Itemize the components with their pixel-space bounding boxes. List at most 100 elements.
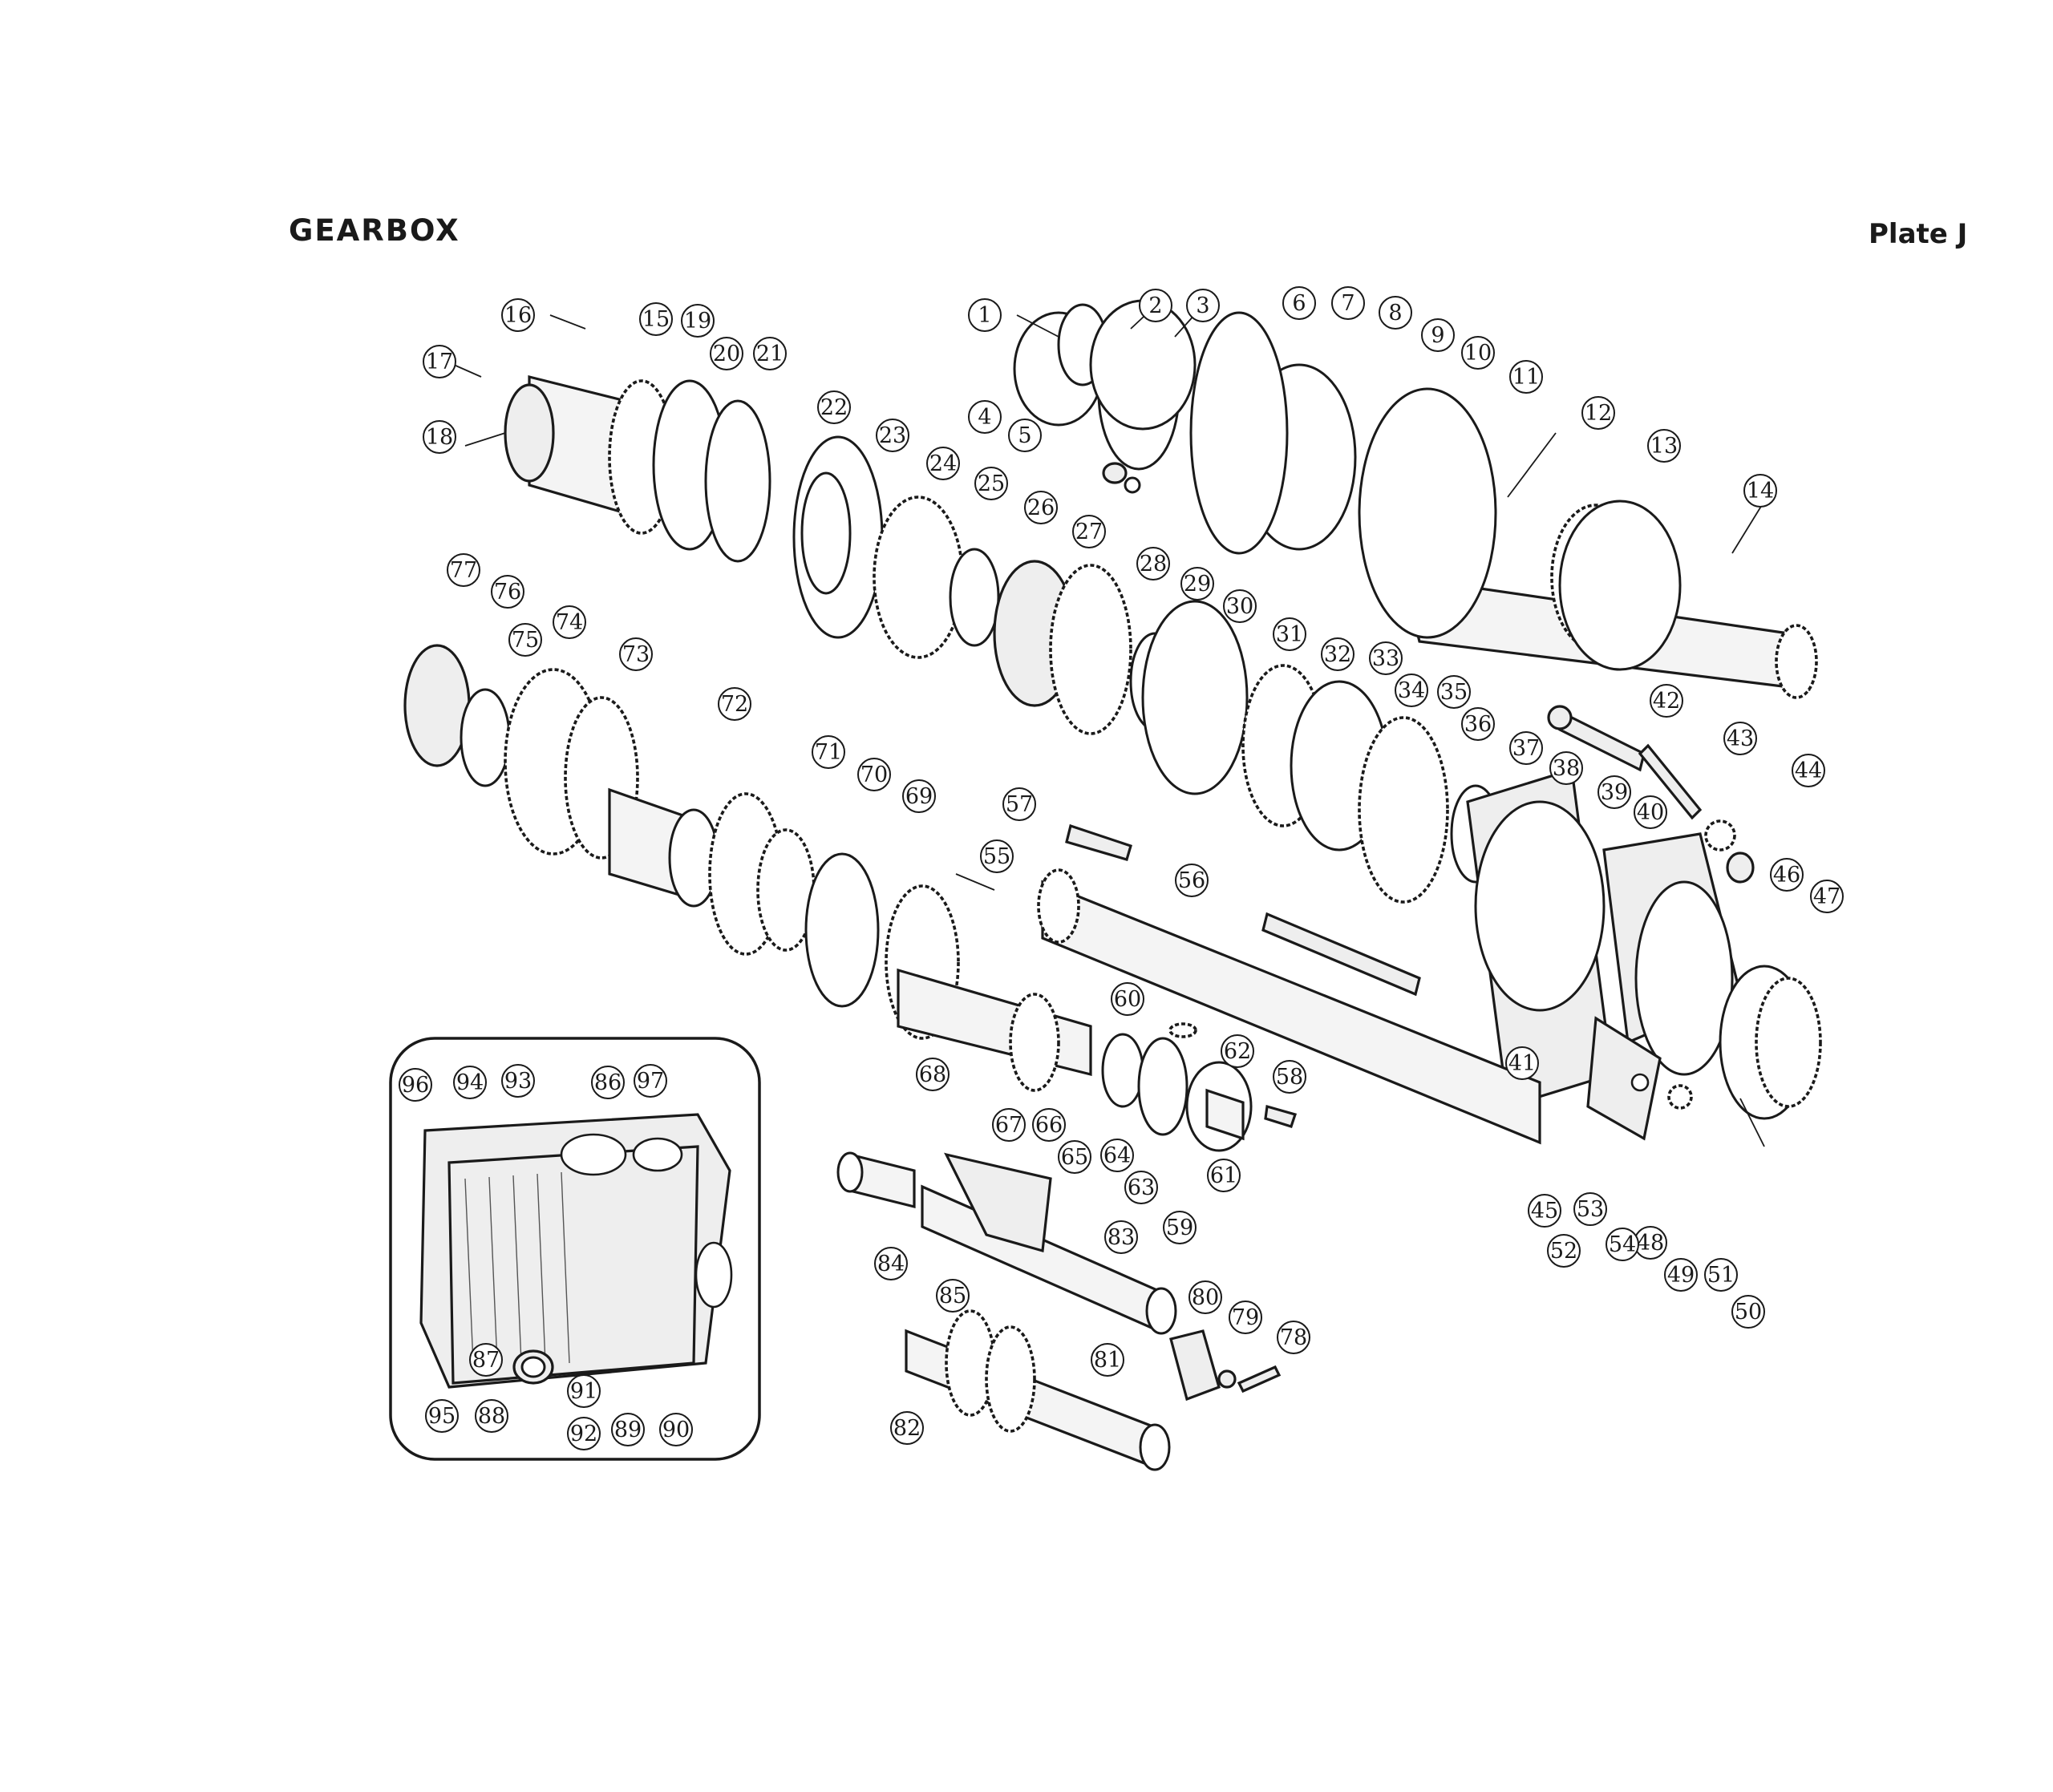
inset-gearbox-casing (389, 1037, 761, 1461)
callout-30: 30 (1223, 589, 1257, 623)
callout-67: 67 (992, 1108, 1026, 1142)
callout-circle (1321, 637, 1354, 671)
callout-44: 44 (1792, 754, 1825, 787)
callout-number: 34 (1398, 678, 1425, 703)
callout-73: 73 (619, 637, 653, 671)
callout-circle (1723, 722, 1757, 755)
callout-circle (1002, 787, 1036, 821)
callout-number: 62 (1224, 1039, 1251, 1064)
callout-31: 31 (1273, 617, 1306, 651)
main-shaft-splined (1037, 823, 1541, 1145)
callout-83: 83 (1104, 1220, 1138, 1254)
callout-number: 18 (426, 425, 453, 450)
callout-circle (1032, 1108, 1066, 1142)
callout-89: 89 (611, 1413, 645, 1446)
callout-35: 35 (1437, 675, 1471, 709)
callout-8: 8 (1379, 296, 1412, 330)
callout-number: 3 (1196, 293, 1209, 318)
callout-number: 32 (1324, 642, 1351, 667)
callout-circle (1731, 1295, 1765, 1329)
callout-number: 2 (1148, 293, 1162, 318)
callout-52: 52 (1547, 1234, 1581, 1268)
callout-circle (1379, 296, 1412, 330)
callout-number: 73 (622, 642, 650, 667)
callout-circle (1647, 429, 1681, 463)
plate-label: Plate J (1869, 218, 1968, 250)
callout-7: 7 (1331, 286, 1365, 320)
callout-number: 28 (1140, 552, 1167, 576)
callout-number: 80 (1192, 1285, 1219, 1310)
callout-85: 85 (936, 1279, 970, 1313)
callout-39: 39 (1597, 775, 1631, 809)
callout-75: 75 (508, 623, 542, 657)
callout-circle (1547, 1234, 1581, 1268)
callout-number: 26 (1027, 496, 1055, 520)
callout-50: 50 (1731, 1295, 1765, 1329)
callout-circle (1024, 491, 1058, 524)
callout-58: 58 (1273, 1060, 1306, 1094)
callout-circle (1743, 474, 1777, 508)
callout-32: 32 (1321, 637, 1354, 671)
callout-number: 6 (1292, 291, 1306, 316)
callout-circle (423, 345, 456, 378)
callout-circle (1770, 858, 1804, 892)
callout-94: 94 (453, 1066, 487, 1099)
callout-number: 78 (1280, 1325, 1307, 1350)
callout-circle (1369, 641, 1403, 675)
callout-circle (874, 1247, 908, 1280)
page-title: GEARBOX (289, 213, 460, 248)
callout-86: 86 (591, 1066, 625, 1099)
callout-circle (876, 419, 909, 452)
callout-circle (491, 575, 524, 609)
callout-circle (1124, 1171, 1158, 1204)
callout-circle (567, 1374, 601, 1408)
callout-5: 5 (1008, 419, 1042, 452)
callout-circle (1180, 567, 1214, 601)
callout-circle (1810, 880, 1844, 913)
callout-54: 54 (1606, 1228, 1639, 1261)
callout-number: 23 (879, 423, 906, 448)
callout-1: 1 (968, 298, 1002, 332)
callout-number: 65 (1061, 1145, 1088, 1170)
callout-circle (1505, 1046, 1539, 1080)
callout-number: 19 (684, 309, 711, 334)
callout-number: 21 (756, 342, 784, 366)
callout-12: 12 (1581, 396, 1615, 430)
callout-number: 58 (1276, 1065, 1303, 1090)
callout-37: 37 (1509, 731, 1543, 765)
callout-circle (1606, 1228, 1639, 1261)
callout-56: 56 (1175, 864, 1209, 897)
callout-number: 14 (1747, 479, 1774, 504)
callout-number: 27 (1075, 520, 1103, 544)
callout-27: 27 (1072, 515, 1106, 548)
callout-circle (1273, 617, 1306, 651)
callout-number: 40 (1637, 800, 1664, 825)
callout-91: 91 (567, 1374, 601, 1408)
callout-circle (553, 605, 586, 639)
callout-circle (1229, 1301, 1262, 1334)
callout-number: 61 (1210, 1163, 1237, 1188)
callout-circle (501, 1064, 535, 1098)
callout-87: 87 (469, 1343, 503, 1377)
callout-circle (902, 779, 936, 813)
callout-84: 84 (874, 1247, 908, 1280)
callout-24: 24 (926, 447, 960, 480)
callout-circle (936, 1279, 970, 1313)
callout-78: 78 (1277, 1321, 1310, 1354)
callout-14: 14 (1743, 474, 1777, 508)
callout-circle (591, 1066, 625, 1099)
callout-number: 81 (1094, 1348, 1121, 1373)
callout-number: 36 (1464, 712, 1492, 737)
callout-circle (916, 1058, 950, 1091)
callout-number: 70 (860, 763, 888, 787)
callout-number: 30 (1226, 594, 1253, 619)
callout-4: 4 (968, 400, 1002, 434)
callout-80: 80 (1188, 1280, 1222, 1314)
callout-number: 43 (1727, 726, 1754, 751)
callout-number: 92 (570, 1422, 597, 1446)
callout-number: 95 (428, 1404, 456, 1429)
upper-synchro-shaft (504, 374, 1501, 904)
callout-number: 90 (662, 1418, 690, 1442)
callout-circle (1634, 795, 1667, 829)
